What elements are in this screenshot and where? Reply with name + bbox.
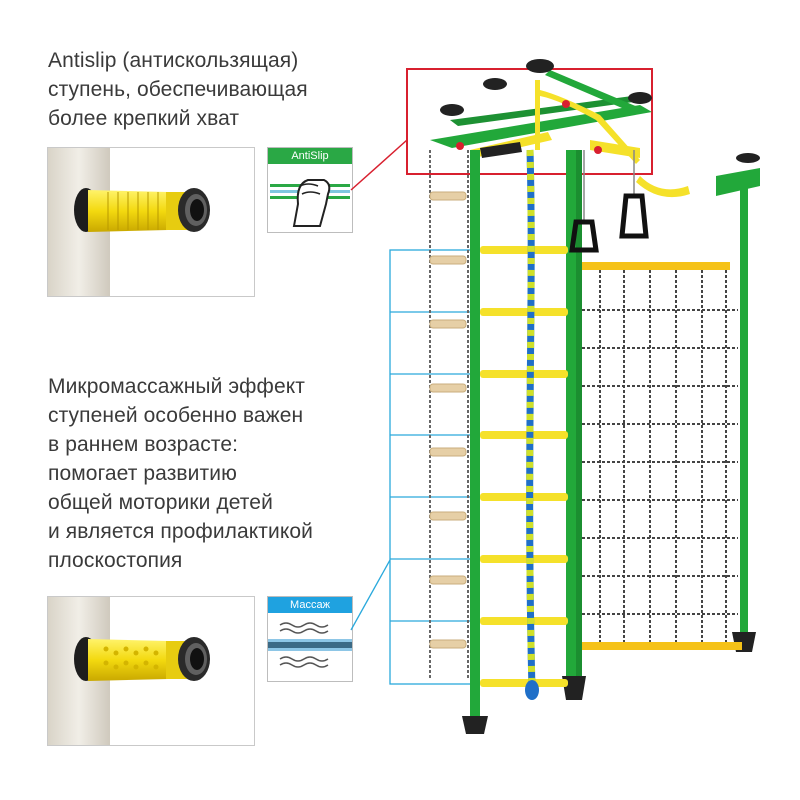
- gymnastic-rings: [569, 150, 649, 253]
- wall-bracket: [716, 153, 760, 652]
- antislip-badge: AntiSlip: [267, 147, 353, 233]
- massage-caption: Микромассажный эффект ступеней особенно …: [48, 375, 313, 572]
- cargo-net: [582, 262, 742, 650]
- antislip-badge-label: AntiSlip: [268, 148, 352, 164]
- massage-badge-label: Массаж: [268, 597, 352, 613]
- antislip-rung-closeup: [47, 147, 255, 297]
- fist-grip-icon: [270, 179, 350, 227]
- green-posts: [462, 150, 586, 734]
- wave-massage-icon: [268, 622, 352, 668]
- climbing-rope: [525, 149, 539, 700]
- top-bar-assembly: [430, 59, 690, 198]
- massage-rung-closeup: [47, 596, 255, 746]
- massage-callout: [350, 249, 473, 685]
- massage-badge: Массаж: [267, 596, 353, 682]
- antislip-caption: Antislip (антискользящая) ступень, обесп…: [48, 49, 308, 130]
- yellow-rungs: [480, 246, 568, 687]
- rope-ladder: [429, 150, 469, 680]
